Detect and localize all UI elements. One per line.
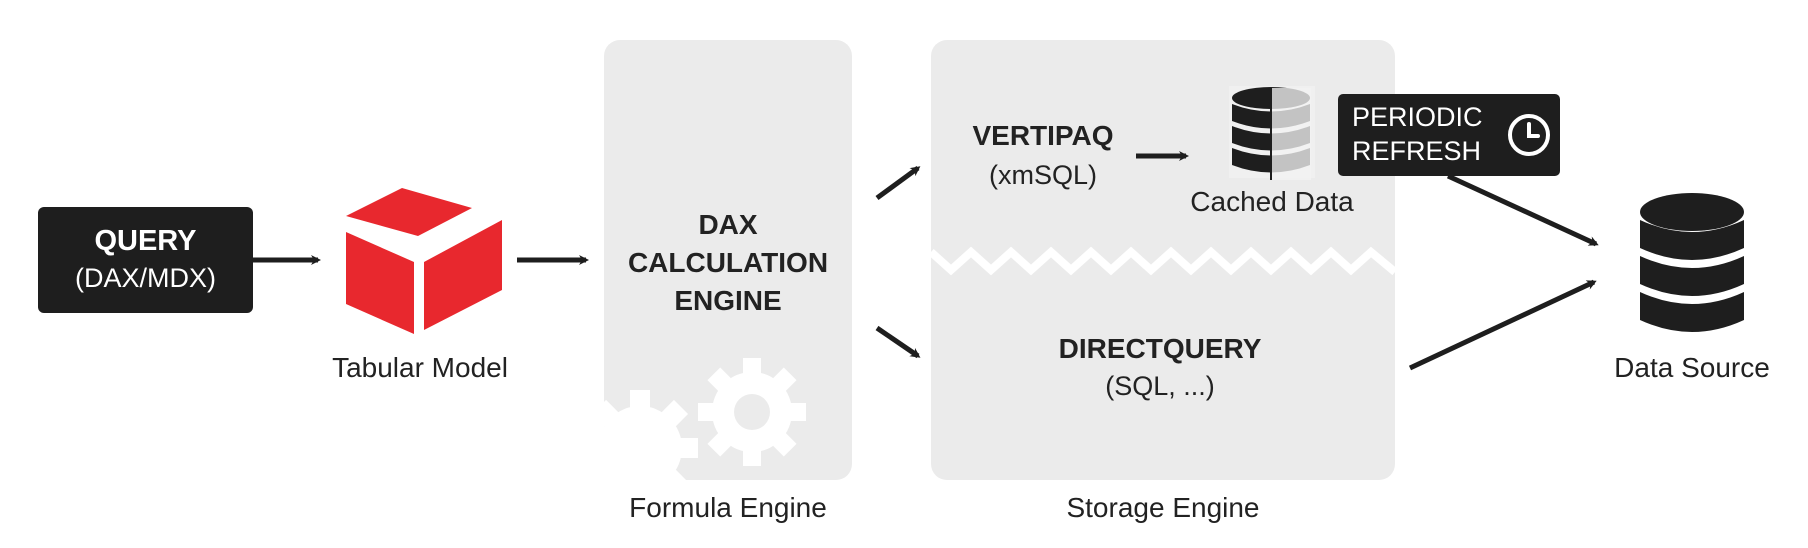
data-source-label: Data Source xyxy=(1614,352,1770,383)
formula-engine-caption: Formula Engine xyxy=(629,492,827,523)
cube-icon xyxy=(346,188,502,334)
cached-data-label: Cached Data xyxy=(1190,186,1354,217)
tabular-model-label: Tabular Model xyxy=(332,352,508,383)
query-subtitle: (DAX/MDX) xyxy=(75,263,216,293)
query-title: QUERY xyxy=(94,225,197,257)
arrow-refresh-to-source xyxy=(1446,173,1599,247)
query-box: QUERY (DAX/MDX) xyxy=(38,207,253,313)
formula-line-1: DAX xyxy=(698,209,758,240)
arrow-directquery-to-source xyxy=(1408,279,1597,371)
database-icon xyxy=(1640,193,1744,332)
cached-database-icon xyxy=(1229,86,1315,180)
periodic-refresh-box: PERIODIC REFRESH xyxy=(1338,94,1560,176)
arrow-formula-to-vertipaq xyxy=(875,165,921,201)
storage-engine-caption: Storage Engine xyxy=(1066,492,1260,523)
formula-line-2: CALCULATION xyxy=(627,247,829,278)
gear-icon xyxy=(582,358,806,497)
arrow-formula-to-directquery xyxy=(875,325,921,359)
vertipaq-subtitle: (xmSQL) xyxy=(989,160,1097,190)
zigzag-divider xyxy=(928,246,1398,276)
directquery-subtitle: (SQL, ...) xyxy=(1105,371,1215,401)
directquery-title: DIRECTQUERY xyxy=(1058,333,1262,364)
clock-icon xyxy=(1508,114,1550,156)
refresh-line-2: REFRESH xyxy=(1352,136,1482,166)
formula-line-3: ENGINE xyxy=(674,285,782,316)
vertipaq-title: VERTIPAQ xyxy=(972,120,1114,151)
refresh-line-1: PERIODIC xyxy=(1352,102,1483,132)
formula-engine-title: DAX CALCULATION ENGINE xyxy=(604,206,852,320)
